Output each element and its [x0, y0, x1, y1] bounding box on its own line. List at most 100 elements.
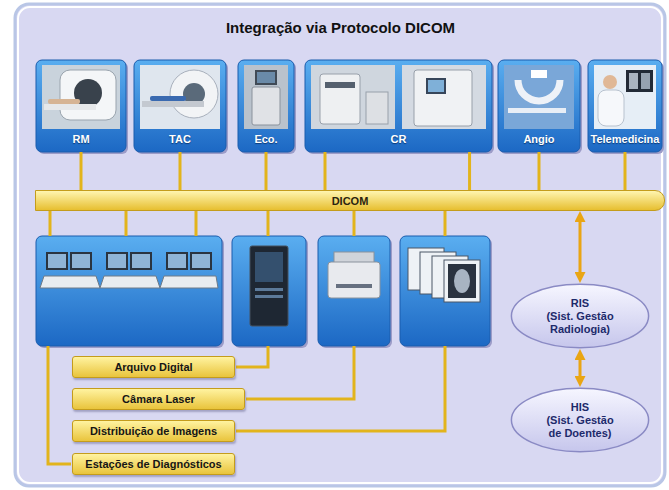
- screen-glass: [108, 254, 126, 268]
- system-text: (Sist. Gestão de Doentes): [541, 414, 619, 440]
- leader-line: [246, 346, 354, 399]
- screen-glass: [72, 254, 90, 268]
- film-slot: [336, 284, 372, 288]
- tile: [498, 60, 580, 152]
- printer-picture: [328, 252, 380, 298]
- film-image: [448, 264, 476, 298]
- screen-glass: [48, 254, 66, 268]
- patient: [150, 96, 186, 101]
- bus-drop: [195, 211, 198, 236]
- modality-tile: TAC: [134, 60, 226, 152]
- bus-drop: [267, 211, 270, 236]
- modality-tile: CR: [305, 60, 492, 152]
- photo-ground: [311, 65, 395, 129]
- monitor: [626, 70, 653, 92]
- desk: [160, 276, 218, 288]
- bus-connector: [80, 152, 83, 190]
- x-ray-film: [629, 73, 638, 89]
- bus-drop: [353, 211, 356, 236]
- cr-cabinet: [366, 92, 388, 124]
- bus-connector: [624, 152, 627, 190]
- desk: [40, 276, 100, 288]
- ct-picture: [140, 65, 220, 129]
- bus-connector: [179, 152, 182, 190]
- screen-glass: [132, 254, 150, 268]
- caption-box: Câmara Laser: [72, 388, 245, 410]
- telemedicine-picture: [594, 65, 656, 129]
- diagram-title: Integração via Protocolo DICOM: [16, 19, 665, 36]
- tile: [36, 60, 126, 152]
- monitor: [70, 252, 92, 270]
- ct-gantry: [170, 70, 218, 118]
- tile-label: CR: [391, 133, 407, 146]
- bus-connector: [468, 152, 471, 190]
- tile: [400, 236, 490, 346]
- tile: [305, 60, 492, 152]
- monitor: [106, 252, 128, 270]
- distribution-picture: [408, 248, 480, 302]
- tile-label: Eco.: [254, 133, 277, 146]
- server-cabinet: [250, 246, 288, 326]
- modality-tile: Angio: [498, 60, 580, 152]
- caption-box: Distribuição de Imagens: [72, 420, 235, 442]
- shadow: [590, 62, 664, 154]
- server-picture: [250, 246, 288, 326]
- monitor: [46, 252, 68, 270]
- tile-label: TAC: [169, 133, 191, 146]
- system-ellipse: HIS(Sist. Gestão de Doentes): [510, 387, 650, 453]
- tile: [232, 236, 306, 346]
- ultrasound-cart: [252, 87, 280, 125]
- cr-unit: [414, 70, 472, 126]
- bus-connector: [324, 152, 327, 190]
- caption-text: Arquivo Digital: [114, 361, 192, 373]
- angio-table: [508, 108, 566, 113]
- photo-ground: [594, 65, 656, 129]
- photo-ground: [140, 65, 220, 129]
- system-text: (Sist. Gestão Radiologia): [541, 310, 619, 336]
- cr-pictures: [311, 65, 486, 129]
- tile: [36, 236, 222, 346]
- desk: [100, 276, 160, 288]
- caption-text: Distribuição de Imagens: [90, 425, 217, 437]
- tile: [318, 236, 390, 346]
- screen-glass: [192, 254, 210, 268]
- tile: [134, 60, 226, 152]
- tile-label: Angio: [523, 133, 554, 146]
- modality-tile: Telemedicina: [588, 60, 662, 152]
- drive-bay: [255, 295, 283, 298]
- caption-text: Câmara Laser: [122, 393, 195, 405]
- drive-bay: [255, 288, 283, 291]
- bus-drop: [444, 211, 447, 236]
- detector: [531, 70, 547, 78]
- bus-connector: [265, 152, 268, 190]
- caption-box: Estações de Diagnósticos: [72, 453, 235, 475]
- ellipse-shape: [511, 284, 648, 347]
- bus-drop: [125, 211, 128, 236]
- panel: [15, 4, 665, 486]
- leader-line: [236, 346, 445, 431]
- modality-tile: Eco.: [238, 60, 294, 152]
- system-text: HIS: [571, 401, 589, 414]
- screen-glass: [257, 72, 275, 83]
- patient: [48, 99, 80, 104]
- bus-drops: [50, 211, 445, 236]
- tile-label: RM: [72, 133, 89, 146]
- cr-screen: [426, 78, 446, 94]
- bus-drop: [49, 211, 52, 236]
- film-frame: [444, 260, 480, 302]
- system-ellipse: RIS(Sist. Gestão Radiologia): [510, 283, 650, 349]
- workstation-pictures: [40, 252, 218, 288]
- monitor: [130, 252, 152, 270]
- dicom-bus: DICOM: [35, 190, 665, 211]
- mri-scanner: [60, 70, 116, 120]
- double-arrow: [579, 217, 582, 277]
- tile: [238, 60, 294, 152]
- doctor-coat: [598, 90, 624, 126]
- monitor: [166, 252, 188, 270]
- ultrasound-screen: [255, 70, 277, 85]
- photo-ground: [504, 65, 574, 129]
- doctor-head: [603, 75, 617, 89]
- bus-connector: [538, 152, 541, 190]
